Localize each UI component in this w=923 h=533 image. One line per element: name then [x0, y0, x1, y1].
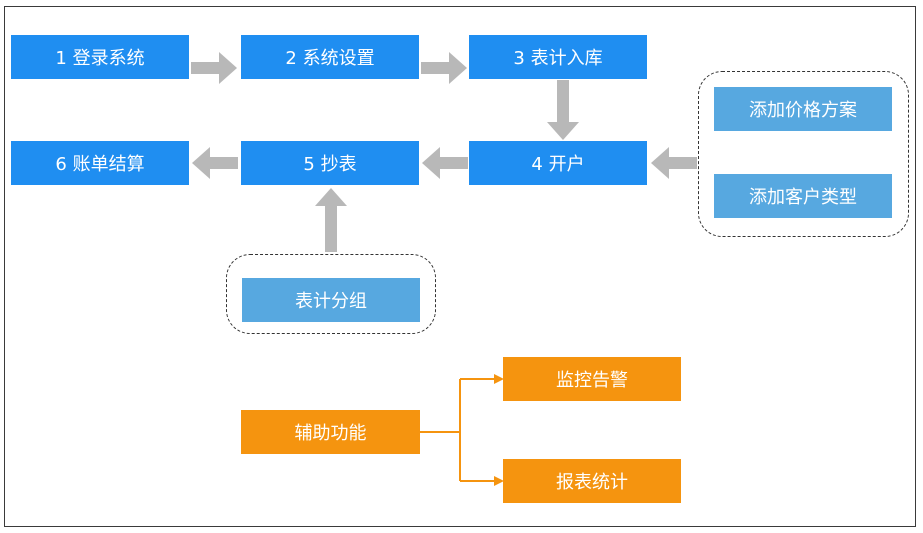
node-meter-reading: 5 抄表 — [241, 141, 419, 185]
arrow-1-to-2 — [191, 52, 237, 84]
node-add-price-plan: 添加价格方案 — [714, 87, 892, 131]
arrow-3-to-4 — [547, 80, 579, 140]
node-monitoring-alarm: 监控告警 — [503, 357, 681, 401]
node-auxiliary-functions: 辅助功能 — [241, 410, 420, 454]
node-meter-storage: 3 表计入库 — [469, 35, 647, 79]
node-bill-settlement: 6 账单结算 — [11, 141, 189, 185]
node-login-system: 1 登录系统 — [11, 35, 189, 79]
arrow-group-to-5 — [315, 188, 347, 252]
arrow-5-to-6 — [192, 147, 238, 179]
options-dashed-group — [698, 71, 909, 237]
arrow-4-to-5 — [422, 147, 468, 179]
arrow-2-to-3 — [421, 52, 467, 84]
node-open-account: 4 开户 — [469, 141, 647, 185]
node-meter-grouping: 表计分组 — [242, 278, 420, 322]
node-add-customer-type: 添加客户类型 — [714, 174, 892, 218]
node-system-settings: 2 系统设置 — [241, 35, 419, 79]
group-dashed-group — [226, 254, 436, 334]
arrow-options-to-4 — [651, 147, 697, 179]
aux-branch-line — [420, 379, 461, 481]
node-report-statistics: 报表统计 — [503, 459, 681, 503]
